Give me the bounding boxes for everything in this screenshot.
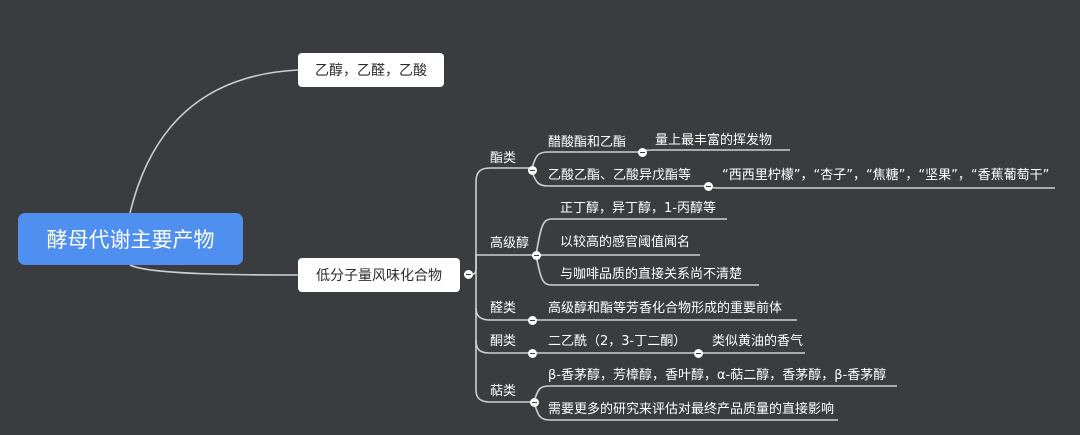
collapse-toggle-terpenes[interactable] xyxy=(530,398,539,407)
branch-alcohols-acids[interactable]: 乙醇，乙醛，乙酸 xyxy=(298,53,444,87)
collapse-toggle-ketones[interactable] xyxy=(528,349,537,358)
ketone-item-1[interactable]: 二乙酰（2，3-丁二酮） xyxy=(548,334,687,349)
higher-alcohol-item-1[interactable]: 正丁醇，异丁醇，1-丙醇等 xyxy=(560,201,716,216)
category-ketones[interactable]: 酮类 xyxy=(490,334,517,349)
ester-detail-1[interactable]: 量上最丰富的挥发物 xyxy=(655,133,773,148)
collapse-toggle-ester-item-2[interactable] xyxy=(704,182,713,191)
category-higher-alcohols[interactable]: 高级醇 xyxy=(490,236,530,251)
collapse-toggle-aldehydes[interactable] xyxy=(528,316,537,325)
terpene-item-2[interactable]: 需要更多的研究来评估对最终产品质量的直接影响 xyxy=(548,402,835,417)
collapse-toggle-ketone-item-1[interactable] xyxy=(694,349,703,358)
category-terpenes[interactable]: 萜类 xyxy=(490,384,517,399)
collapse-toggle-flavor[interactable] xyxy=(464,270,473,279)
collapse-toggle-higher-alcohols[interactable] xyxy=(532,251,541,260)
ketone-detail-1[interactable]: 类似黄油的香气 xyxy=(712,334,804,349)
ester-item-1[interactable]: 醋酸酯和乙酯 xyxy=(548,135,627,150)
category-aldehydes[interactable]: 醛类 xyxy=(490,301,517,316)
category-esters[interactable]: 酯类 xyxy=(490,151,517,166)
ester-detail-2[interactable]: “西西里柠檬”，“杏子”，“焦糖”，“坚果”，“香蕉葡萄干” xyxy=(722,168,1050,183)
collapse-toggle-esters[interactable] xyxy=(528,166,537,175)
collapse-toggle-ester-item-1[interactable] xyxy=(638,148,647,157)
branch-flavor-compounds[interactable]: 低分子量风味化合物 xyxy=(298,258,460,292)
terpene-item-1[interactable]: β-香茅醇，芳樟醇，香叶醇，α-萜二醇，香茅醇，β-香茅醇 xyxy=(548,368,887,383)
higher-alcohol-item-2[interactable]: 以较高的感官阈值闻名 xyxy=(560,235,691,250)
ester-item-2[interactable]: 乙酸乙酯、乙酸异戊酯等 xyxy=(548,168,692,183)
higher-alcohol-item-3[interactable]: 与咖啡品质的直接关系尚不清楚 xyxy=(560,267,743,282)
aldehyde-item-1[interactable]: 高级醇和酯等芳香化合物形成的重要前体 xyxy=(548,301,783,316)
root-topic[interactable]: 酵母代谢主要产物 xyxy=(18,213,243,265)
